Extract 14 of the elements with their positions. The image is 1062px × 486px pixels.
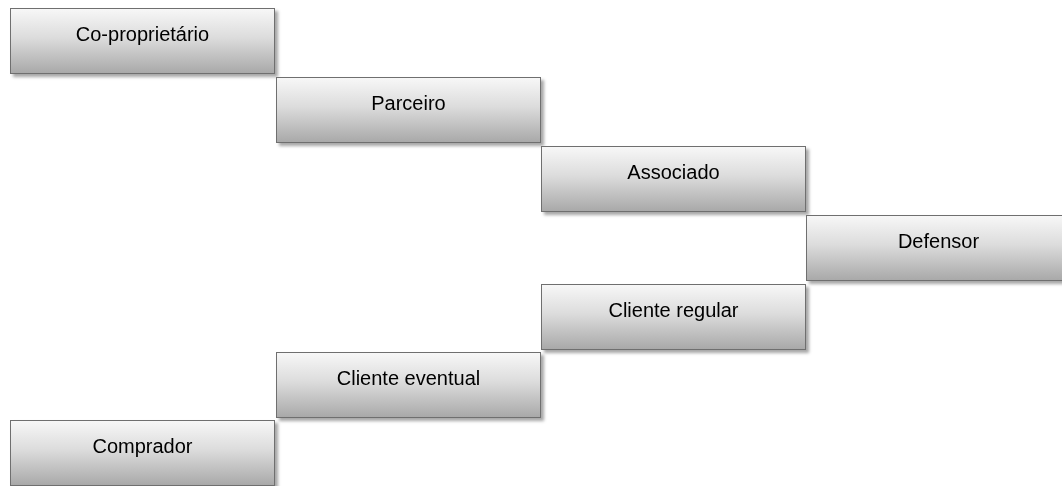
step-label: Co-proprietário — [75, 23, 210, 46]
step-label: Parceiro — [371, 92, 446, 115]
step-box — [10, 420, 275, 486]
step-box — [276, 352, 541, 418]
step-box — [10, 8, 275, 74]
step-label: Defensor — [897, 230, 980, 253]
step-label: Comprador — [92, 435, 193, 458]
step-label: Associado — [627, 161, 720, 184]
step-box — [806, 215, 1062, 281]
step-label: Cliente eventual — [336, 367, 481, 390]
step-label: Cliente regular — [608, 299, 739, 322]
step-box — [276, 77, 541, 143]
step-box — [541, 146, 806, 212]
step-box — [541, 284, 806, 350]
